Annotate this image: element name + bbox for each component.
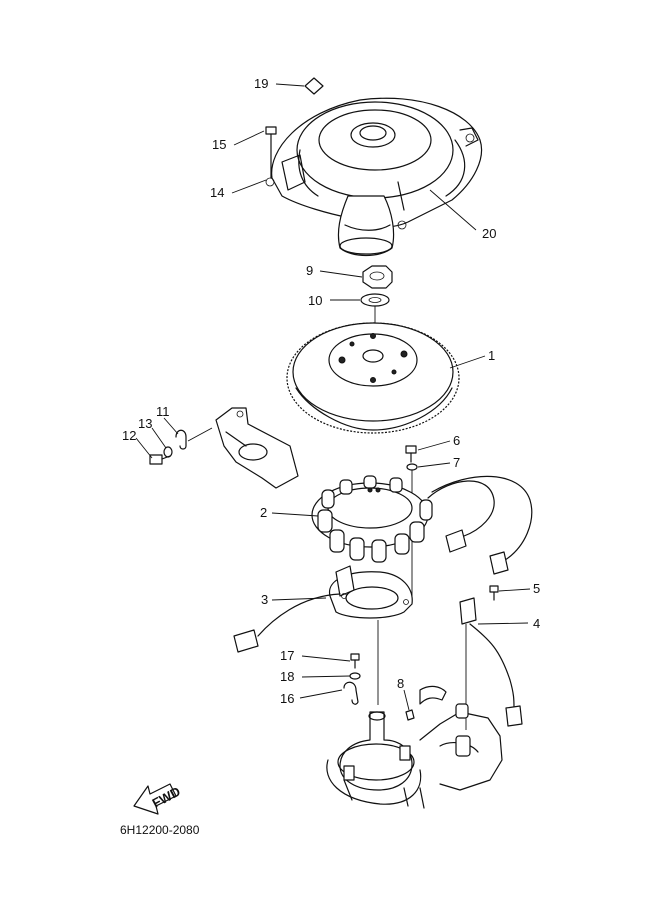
- stator-coil: [311, 475, 433, 563]
- flywheel-nut: [362, 265, 393, 289]
- mounting-bracket: [215, 407, 299, 489]
- callout-18: 18: [280, 669, 294, 684]
- cable-clamp: [343, 681, 359, 705]
- leader-lines: [135, 83, 531, 711]
- callout-labels: 19 15 14 20 9 10 1 11 13 12 6 7 2 3 5 4 …: [122, 76, 540, 706]
- callout-17: 17: [280, 648, 294, 663]
- crankcase-top: [326, 685, 503, 809]
- callout-14: 14: [210, 185, 224, 200]
- clamp-screw: [350, 653, 360, 669]
- fwd-label: FWD: [150, 784, 183, 811]
- callout-13: 13: [138, 416, 152, 431]
- stator-connector-2: [489, 551, 509, 575]
- callout-19: 19: [254, 76, 268, 91]
- connector-screw: [489, 585, 499, 601]
- cdi-connector: [459, 597, 523, 727]
- callout-2: 2: [260, 505, 267, 520]
- woodruff-key: [405, 709, 415, 721]
- wire-clamp: [175, 427, 213, 450]
- callout-9: 9: [306, 263, 313, 278]
- stator-connector: [445, 529, 467, 553]
- callout-3: 3: [261, 592, 268, 607]
- pulser-coil-plate: [329, 565, 413, 619]
- callout-20: 20: [482, 226, 496, 241]
- fwd-arrow-icon: FWD: [133, 783, 183, 815]
- diagram-code: 6H12200-2080: [120, 823, 200, 837]
- stator-washer: [406, 463, 418, 471]
- clamp-washer: [163, 446, 173, 458]
- callout-4: 4: [533, 616, 540, 631]
- decal-label: [304, 77, 324, 95]
- flywheel-cover: [265, 97, 483, 257]
- callout-8: 8: [397, 676, 404, 691]
- callout-1: 1: [488, 348, 495, 363]
- flywheel-washer: [360, 293, 390, 307]
- callout-5: 5: [533, 581, 540, 596]
- clamp-bolt: [149, 454, 171, 465]
- callout-11: 11: [156, 404, 170, 419]
- callout-6: 6: [453, 433, 460, 448]
- pulser-connector: [233, 629, 259, 653]
- callout-10: 10: [308, 293, 322, 308]
- cover-bolt: [265, 126, 277, 179]
- flywheel-magnet: [286, 322, 460, 434]
- callout-16: 16: [280, 691, 294, 706]
- callout-12: 12: [122, 428, 136, 443]
- callout-15: 15: [212, 137, 226, 152]
- callout-7: 7: [453, 455, 460, 470]
- stator-screw: [405, 445, 417, 463]
- clamp-screw-washer: [349, 672, 361, 680]
